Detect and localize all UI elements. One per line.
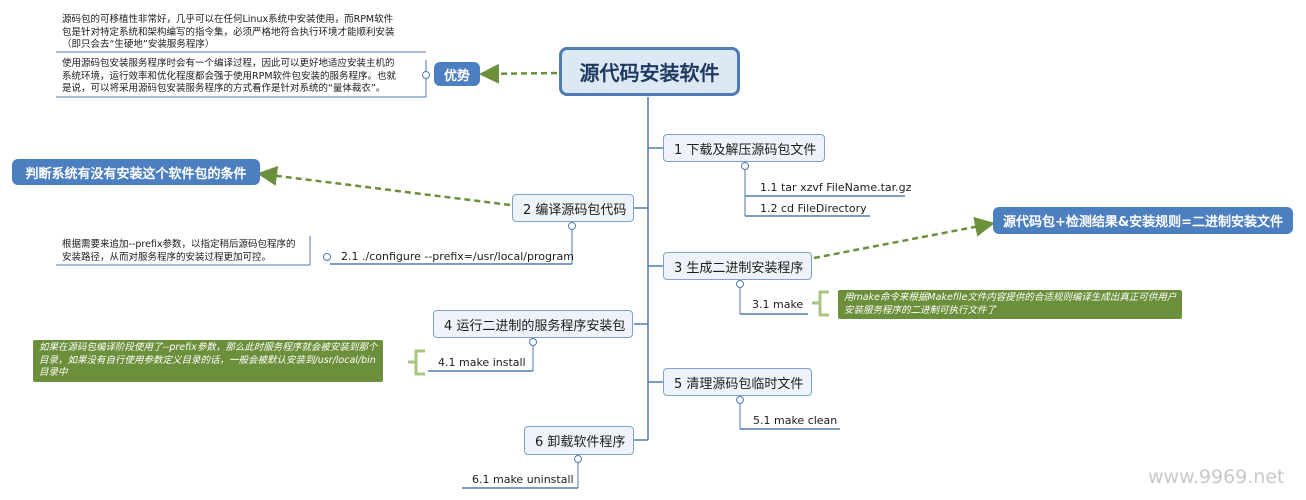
advantage-note-efficiency: 使用源码包安装服务程序时会有一个编译过程，因此可以更好地适应安装主机的 系统环境… xyxy=(62,58,397,94)
step-2-note: 根据需要来追加--prefix参数，以指定稍后源码包程序的 安装路径，从而对服务… xyxy=(62,239,296,263)
step-2-compile[interactable]: 2 编译源码包代码 xyxy=(512,194,634,222)
leaf-1-1: 1.1 tar xzvf FileName.tar.gz xyxy=(760,181,912,194)
step-2-callout[interactable]: 判断系统有没有安装这个软件包的条件 xyxy=(12,159,260,185)
step-4-install[interactable]: 4 运行二进制的服务程序安装包 xyxy=(433,310,633,338)
arrow-advantage xyxy=(479,63,558,84)
step-5-cleanup[interactable]: 5 清理源码包临时文件 xyxy=(663,368,812,396)
leaf-4-1: 4.1 make install xyxy=(438,356,526,369)
step-1-download-extract[interactable]: 1 下载及解压源码包文件 xyxy=(663,134,825,162)
step-3-callout[interactable]: 源代码包+检测结果&安装规则=二进制安装文件 xyxy=(993,207,1293,234)
advantage-label[interactable]: 优势 xyxy=(434,62,480,86)
step-3-note: 用make命令来根据Makefile文件内容提供的合适规则编译生成出真正可供用户… xyxy=(838,290,1183,319)
root-topic[interactable]: 源代码安装软件 xyxy=(559,47,740,96)
leaf-1-2: 1.2 cd FileDirectory xyxy=(760,202,867,215)
leaf-6-1: 6.1 make uninstall xyxy=(472,473,574,486)
step-4-note: 如果在源码包编译阶段使用了--prefix参数，那么此时服务程序就会被安装到那个… xyxy=(33,340,384,382)
advantage-note-portability: 源码包的可移植性非常好，几乎可以在任何Linux系统中安装使用，而RPM软件 包… xyxy=(62,14,395,50)
leaf-5-1: 5.1 make clean xyxy=(753,414,838,427)
leaf-3-1: 3.1 make xyxy=(752,298,804,311)
arrow-step3 xyxy=(813,217,995,260)
watermark: www.9969.net xyxy=(1148,466,1285,488)
leaf-2-1: 2.1 ./configure --prefix=/usr/local/prog… xyxy=(341,250,574,263)
arrow-step2 xyxy=(257,165,511,207)
step-3-build-binary[interactable]: 3 生成二进制安装程序 xyxy=(663,252,812,280)
step-6-uninstall[interactable]: 6 卸载软件程序 xyxy=(524,426,634,455)
